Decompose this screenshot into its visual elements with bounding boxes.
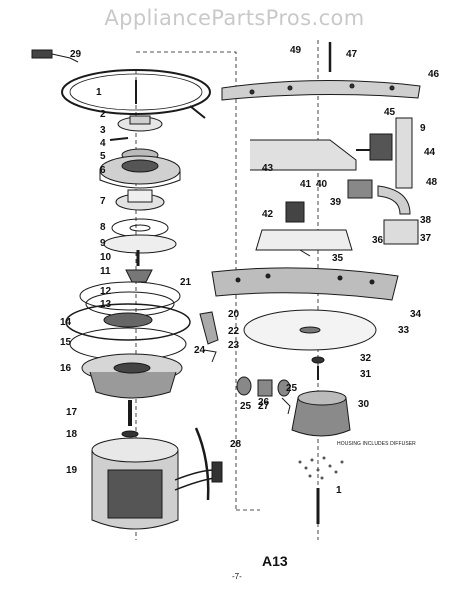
callout-26: 26: [258, 397, 270, 408]
callout-38: 38: [420, 215, 432, 226]
part-2-heating-element: [61, 69, 211, 119]
diffuser-scatter: [298, 456, 344, 480]
callout-11: 11: [100, 266, 111, 277]
part-18-washer: [121, 430, 139, 438]
callout-34: 34: [410, 309, 422, 320]
callout-24: 24: [194, 345, 206, 356]
callout-37: 37: [420, 233, 432, 244]
callout-16: 16: [60, 363, 72, 374]
part-35-wire: [299, 249, 311, 257]
callout-18: 18: [66, 429, 78, 440]
callout-1: 1: [96, 87, 102, 98]
callout-8: 8: [100, 222, 106, 233]
part-38-elbow: [377, 185, 419, 245]
part-36-plate: [255, 229, 353, 251]
callout-28: 28: [230, 439, 242, 450]
callout-31: 31: [360, 369, 372, 380]
part-8-seal: [111, 218, 169, 238]
callout-2: 2: [100, 109, 106, 120]
callout-41: 41: [300, 179, 312, 190]
callout-25b: 25: [286, 383, 298, 394]
callout-5: 5: [100, 151, 106, 162]
callout-36: 36: [372, 235, 384, 246]
assembly-guide-lines: [135, 40, 319, 540]
callout-3: 3: [100, 125, 106, 136]
part-20-bracket: [199, 311, 219, 345]
part-33-filter-screen: [243, 309, 377, 351]
callout-20: 20: [228, 309, 240, 320]
part-28-hose: [194, 427, 210, 501]
part-4-screw: [109, 137, 129, 141]
part-29-wire-connector: [31, 49, 79, 63]
callout-21: 21: [180, 277, 192, 288]
callout-1-lower: 1: [336, 485, 342, 496]
callout-29: 29: [70, 49, 82, 60]
callout-6: 6: [100, 165, 106, 176]
callout-14: 14: [60, 317, 72, 328]
part-25-fitting: [236, 376, 291, 397]
part-19-motor: [91, 437, 223, 530]
callout-42: 42: [262, 209, 274, 220]
part-46-upper-spray-arm: [221, 79, 421, 101]
callout-46: 46: [428, 69, 440, 80]
housing-note: HOUSING INCLUDES DIFFUSER: [337, 441, 416, 447]
callout-44: 44: [424, 147, 436, 158]
callout-19: 19: [66, 465, 78, 476]
part-9-plate: [103, 234, 177, 254]
page-number: -7-: [232, 572, 242, 581]
callout-27: 27: [258, 401, 270, 412]
callout-48: 48: [426, 177, 438, 188]
callout-40: 40: [316, 179, 328, 190]
part-14-gasket: [65, 303, 191, 341]
part-11-chopper: [125, 269, 153, 283]
callout-9: 9: [100, 238, 106, 249]
callout-23: 23: [228, 340, 240, 351]
callout-25a: 25: [240, 401, 252, 412]
part-44-mounting-bracket: [369, 117, 413, 189]
part-42-magnet: [285, 201, 305, 223]
callout-39: 39: [330, 197, 342, 208]
callout-33: 33: [398, 325, 410, 336]
part-12-ring: [79, 281, 181, 311]
callout-35: 35: [332, 253, 344, 264]
callout-43: 43: [262, 163, 274, 174]
callout-4: 4: [100, 138, 106, 149]
part-3-hub: [117, 115, 163, 132]
callout-10: 10: [100, 252, 112, 263]
figure-label: A13: [262, 553, 288, 569]
part-24-clip: [203, 349, 217, 363]
callout-32: 32: [360, 353, 372, 364]
part-30-pump-housing: [291, 390, 351, 437]
part-7-cap: [115, 189, 165, 211]
callout-47: 47: [346, 49, 358, 60]
callout-30: 30: [358, 399, 370, 410]
callout-7: 7: [100, 196, 106, 207]
callout-13: 13: [100, 299, 112, 310]
part-6-impeller: [99, 155, 181, 189]
callout-15: 15: [60, 337, 72, 348]
part-26-clip: [281, 397, 291, 415]
part-39-coupling: [347, 179, 373, 199]
watermark: AppliancePartsPros.com: [104, 6, 365, 30]
callout-12: 12: [100, 286, 112, 297]
part-16-pump-base: [81, 353, 183, 399]
callout-49: 49: [290, 45, 302, 56]
callout-22: 22: [228, 326, 240, 337]
part-32-retainer: [311, 356, 325, 380]
callout-9-right: 9: [420, 123, 426, 134]
part-34-lower-spray-arm: [211, 267, 399, 301]
callout-17: 17: [66, 407, 78, 418]
callout-45: 45: [384, 107, 396, 118]
